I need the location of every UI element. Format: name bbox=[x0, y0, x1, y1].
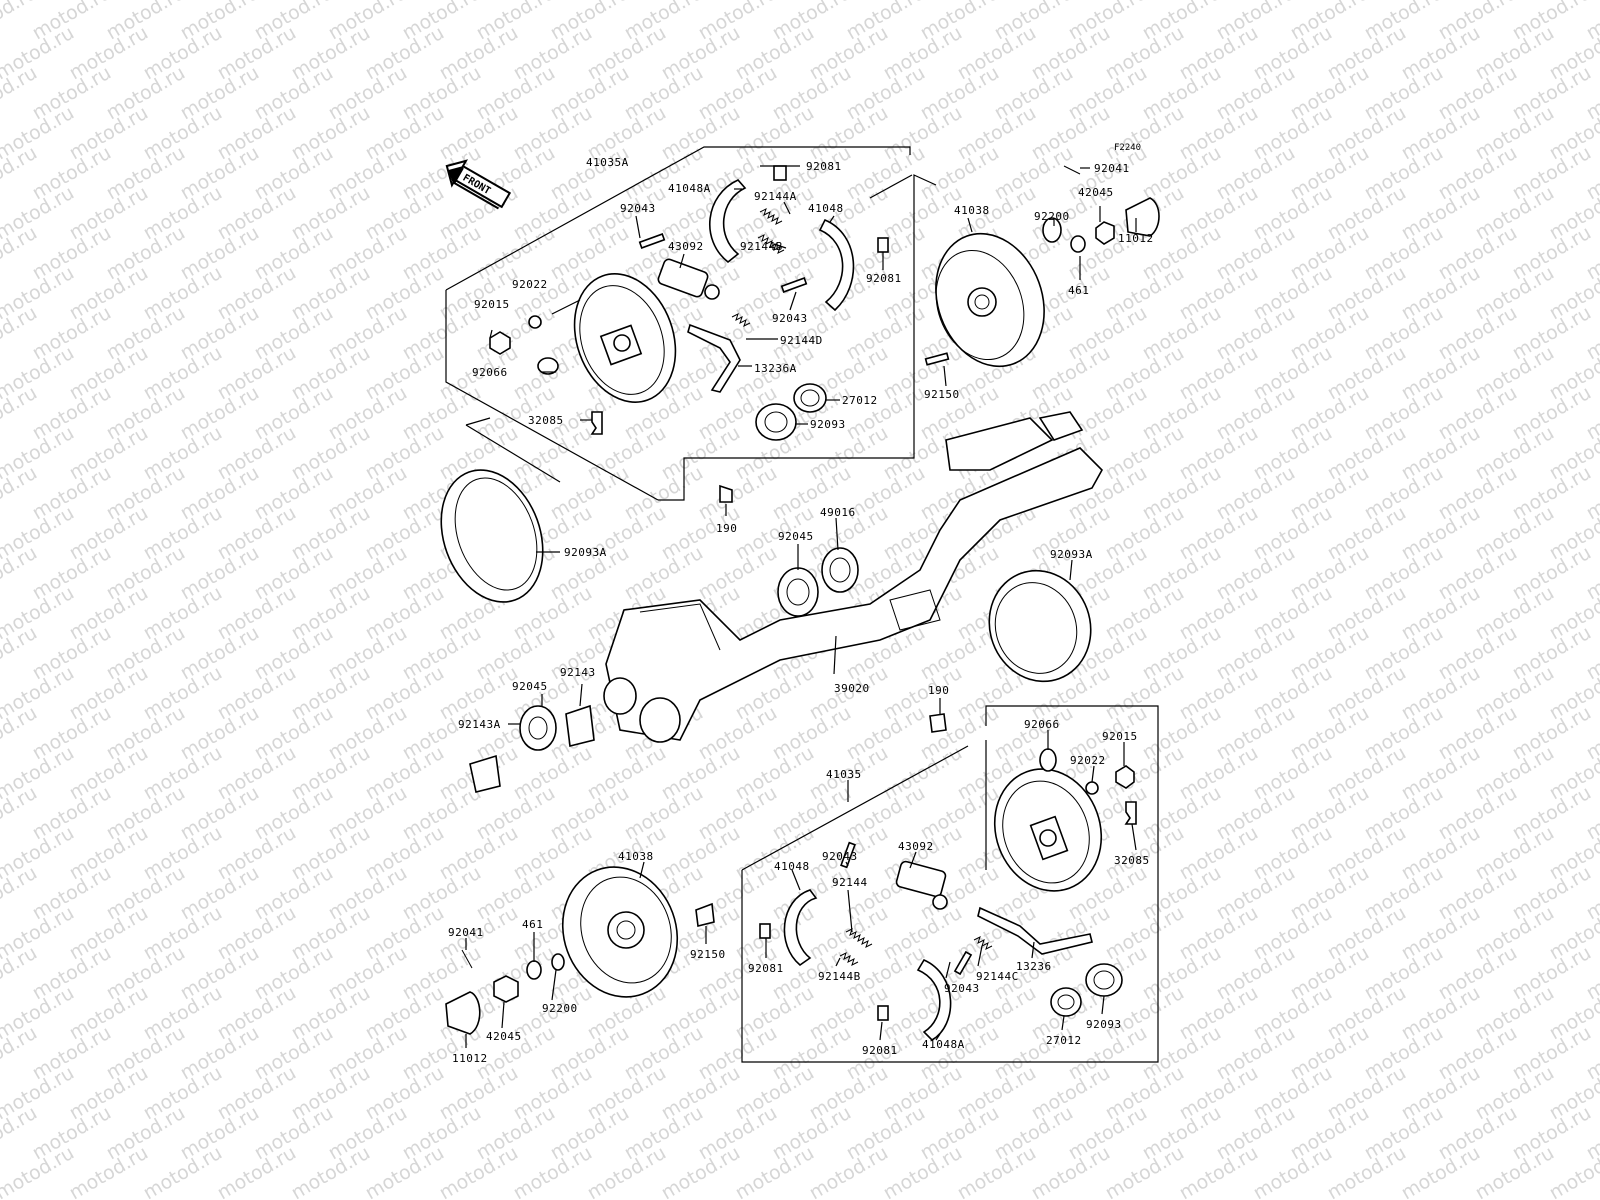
part-label: 41048A bbox=[922, 1038, 965, 1051]
lever-lower bbox=[977, 906, 1093, 955]
brake-drum-upper bbox=[935, 232, 1045, 368]
part-label: 49016 bbox=[820, 506, 856, 519]
part-label: 190 bbox=[928, 684, 949, 697]
part-label: 92150 bbox=[690, 948, 726, 961]
part-label: 92143A bbox=[458, 718, 501, 731]
part-label: 92043 bbox=[772, 312, 808, 325]
lower-brake-group-outline bbox=[741, 705, 1159, 1063]
part-label: 41048 bbox=[808, 202, 844, 215]
lever-upper bbox=[687, 323, 741, 393]
part-label: 92144C bbox=[976, 970, 1019, 983]
brake-panel-upper bbox=[573, 273, 677, 403]
part-label: 42045 bbox=[486, 1030, 522, 1043]
brake-shoe-lower-a bbox=[783, 889, 818, 967]
part-label: 92200 bbox=[542, 1002, 578, 1015]
part-label: 92144 bbox=[832, 876, 868, 889]
part-label: 27012 bbox=[1046, 1034, 1082, 1047]
brake-shoe-upper-a bbox=[709, 179, 747, 264]
part-label: 92081 bbox=[748, 962, 784, 975]
part-label: 41038 bbox=[954, 204, 990, 217]
wheel-cylinder-upper bbox=[657, 258, 720, 300]
upper-brake-group-outline bbox=[445, 146, 937, 501]
small-parts-upper bbox=[489, 315, 603, 435]
seals-lower bbox=[1050, 963, 1123, 1017]
pins-upper bbox=[638, 233, 808, 293]
part-labels: 41035A 92081 41048A 92144A 92043 41048 4… bbox=[448, 156, 1154, 1065]
hub-parts-upper-right bbox=[924, 165, 1160, 366]
part-label: 92093A bbox=[564, 546, 607, 559]
part-label: 92081 bbox=[862, 1044, 898, 1057]
part-label: 43092 bbox=[668, 240, 704, 253]
part-label: 92143 bbox=[560, 666, 596, 679]
bearings-center bbox=[719, 484, 859, 617]
part-label: 461 bbox=[522, 918, 543, 931]
brake-drum-lower bbox=[561, 866, 715, 998]
part-label: 92200 bbox=[1034, 210, 1070, 223]
small-parts-lower bbox=[929, 713, 1137, 825]
part-label: 92022 bbox=[1070, 754, 1106, 767]
part-label: 92144D bbox=[780, 334, 823, 347]
large-seal-right bbox=[988, 569, 1092, 683]
part-label: 92043 bbox=[620, 202, 656, 215]
part-label: 92081 bbox=[806, 160, 842, 173]
part-label: 92015 bbox=[1102, 730, 1138, 743]
part-label: 92144A bbox=[754, 190, 797, 203]
part-label: 39020 bbox=[834, 682, 870, 695]
springs-upper bbox=[731, 208, 785, 327]
part-label: 190 bbox=[716, 522, 737, 535]
leader-lines bbox=[465, 165, 1137, 1048]
clips-lower bbox=[759, 923, 889, 1021]
axle-housing bbox=[603, 411, 1103, 743]
pins-lower bbox=[840, 841, 973, 976]
part-label: 41035A bbox=[586, 156, 629, 169]
part-label: 92093 bbox=[1086, 1018, 1122, 1031]
part-label: 92093A bbox=[1050, 548, 1093, 561]
part-label: 92043 bbox=[822, 850, 858, 863]
part-label: 461 bbox=[1068, 284, 1089, 297]
part-label: 92144B bbox=[740, 240, 783, 253]
part-label: 92081 bbox=[866, 272, 902, 285]
brake-shoe-upper-b bbox=[818, 218, 855, 312]
diagram-code: F2240 bbox=[1114, 143, 1141, 153]
brake-panel-lower bbox=[993, 768, 1103, 892]
part-label: 42045 bbox=[1078, 186, 1114, 199]
part-label: 92144B bbox=[818, 970, 861, 983]
part-label: 92041 bbox=[448, 926, 484, 939]
part-label: 13236A bbox=[754, 362, 797, 375]
seals-upper bbox=[755, 383, 827, 441]
brake-shoe-lower-b bbox=[916, 958, 952, 1042]
part-label: 92045 bbox=[512, 680, 548, 693]
part-label: 92150 bbox=[924, 388, 960, 401]
part-label: 92041 bbox=[1094, 162, 1130, 175]
part-label: 92022 bbox=[512, 278, 548, 291]
part-label: 32085 bbox=[528, 414, 564, 427]
springs-lower bbox=[839, 928, 993, 966]
part-label: 11012 bbox=[452, 1052, 488, 1065]
part-label: 13236 bbox=[1016, 960, 1052, 973]
part-label: 41048A bbox=[668, 182, 711, 195]
part-label: 92066 bbox=[472, 366, 508, 379]
part-label: 92045 bbox=[778, 530, 814, 543]
large-seal-left bbox=[440, 469, 544, 603]
part-label: 41038 bbox=[618, 850, 654, 863]
part-label: 27012 bbox=[842, 394, 878, 407]
bearings-left bbox=[469, 704, 595, 793]
part-label: 92093 bbox=[810, 418, 846, 431]
part-label: 92043 bbox=[944, 982, 980, 995]
part-label: 43092 bbox=[898, 840, 934, 853]
hub-parts-lower-left bbox=[445, 949, 565, 1035]
part-label: 41048 bbox=[774, 860, 810, 873]
part-label: 11012 bbox=[1118, 232, 1154, 245]
part-label: 92015 bbox=[474, 298, 510, 311]
part-label: 41035 bbox=[826, 768, 862, 781]
wheel-cylinder-lower bbox=[895, 860, 948, 910]
part-label: 92066 bbox=[1024, 718, 1060, 731]
part-label: 32085 bbox=[1114, 854, 1150, 867]
